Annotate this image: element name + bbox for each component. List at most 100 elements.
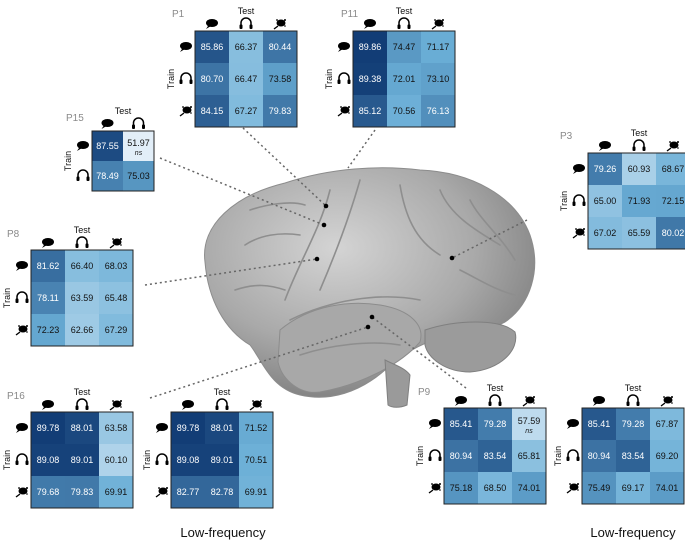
cell-value: 65.59 (628, 228, 651, 238)
cell-value: 80.02 (662, 228, 685, 238)
matrix-cell (195, 63, 229, 95)
test-axis-label: Test (631, 128, 648, 138)
cell-value: 85.41 (450, 419, 473, 429)
connector-p1 (242, 127, 327, 207)
cell-value: 81.62 (37, 261, 60, 271)
cell-value: 75.18 (450, 483, 473, 493)
matrix-cell (588, 153, 622, 185)
music-icon (566, 449, 580, 461)
speech-icon (567, 419, 579, 429)
participant-label: P8 (7, 229, 20, 240)
matrix-cell (65, 476, 99, 508)
electrode-dot (321, 222, 327, 228)
cell-value: 80.94 (450, 451, 473, 461)
sound-icon (179, 106, 192, 117)
test-axis-label: Test (115, 106, 132, 116)
matrix-cell (205, 476, 239, 508)
cell-value: 88.01 (71, 423, 94, 433)
matrix-cell (656, 217, 685, 249)
matrix-cell (65, 282, 99, 314)
speech-icon (206, 19, 218, 29)
matrix-cell (171, 476, 205, 508)
cell-value: 67.87 (656, 419, 679, 429)
matrix-frame (30, 249, 134, 347)
cell-value: 83.54 (484, 451, 507, 461)
matrix-cell (123, 161, 154, 191)
brain-illustration (204, 167, 536, 408)
cell-value: 67.27 (235, 106, 258, 116)
train-axis-label: Train (553, 446, 563, 466)
cell-value: 79.83 (71, 487, 94, 497)
music-icon (132, 117, 145, 129)
sound-icon (572, 228, 585, 239)
cell-value: 71.17 (427, 42, 450, 52)
speech-icon (593, 396, 605, 406)
matrix-cell (387, 95, 421, 127)
matrix-cell (99, 412, 133, 444)
speech-icon (429, 419, 441, 429)
cell-value: 79.28 (622, 419, 645, 429)
cell-value: 67.29 (105, 325, 128, 335)
electrode-dot (314, 256, 320, 262)
low-frequency-label-left: Low-frequency (180, 525, 266, 540)
test-axis-label: Test (487, 383, 504, 393)
matrix-cell (263, 31, 297, 63)
cell-value: 89.01 (211, 455, 234, 465)
matrix-cell (171, 444, 205, 476)
matrix-cell (353, 63, 387, 95)
cell-value: 70.51 (245, 455, 268, 465)
matrix-cell (512, 408, 546, 440)
cell-value: 80.70 (201, 74, 224, 84)
cell-value: 84.15 (201, 106, 224, 116)
cell-value: 60.93 (628, 164, 651, 174)
matrix-cell (205, 444, 239, 476)
speech-icon (182, 400, 194, 410)
cell-value: 89.08 (177, 455, 200, 465)
matrix-frame (581, 407, 685, 505)
sound-icon (155, 487, 168, 498)
cell-value: 71.52 (245, 423, 268, 433)
connectors (144, 127, 528, 399)
cell-value: 67.02 (594, 228, 617, 238)
cell-value: 68.03 (105, 261, 128, 271)
matrix-cell (195, 95, 229, 127)
matrix-cell (616, 408, 650, 440)
music-icon (76, 169, 90, 181)
electrode-dots (314, 203, 455, 330)
cell-value: 73.58 (269, 74, 292, 84)
train-axis-label: Train (2, 288, 12, 308)
sulci (234, 179, 516, 356)
cell-value: 85.12 (359, 106, 382, 116)
train-axis-label: Train (415, 446, 425, 466)
test-axis-label: Test (396, 6, 413, 16)
matrix-cell (99, 476, 133, 508)
matrix-cell (31, 250, 65, 282)
cell-value: 72.23 (37, 325, 60, 335)
matrix-cell (421, 31, 455, 63)
cell-value: 89.08 (37, 455, 60, 465)
cell-value: 69.17 (622, 483, 645, 493)
cell-value: 75.49 (588, 483, 611, 493)
matrix-cell (205, 412, 239, 444)
electrode-dot (323, 203, 329, 209)
matrix-cell (65, 314, 99, 346)
sound-icon (15, 325, 28, 336)
cell-value: 60.10 (105, 455, 128, 465)
matrix-cell (656, 153, 685, 185)
ns-label: ns (525, 428, 533, 435)
cell-value: 79.26 (594, 164, 617, 174)
cell-value: 82.78 (211, 487, 234, 497)
matrix-cell (195, 31, 229, 63)
cell-value: 69.20 (656, 451, 679, 461)
test-axis-label: Test (214, 387, 231, 397)
cell-value: 69.91 (105, 487, 128, 497)
train-axis-label: Train (324, 69, 334, 89)
cell-value: 80.44 (269, 42, 292, 52)
matrix-cell (616, 472, 650, 504)
cell-value: 87.55 (96, 141, 119, 151)
music-icon (428, 449, 442, 461)
